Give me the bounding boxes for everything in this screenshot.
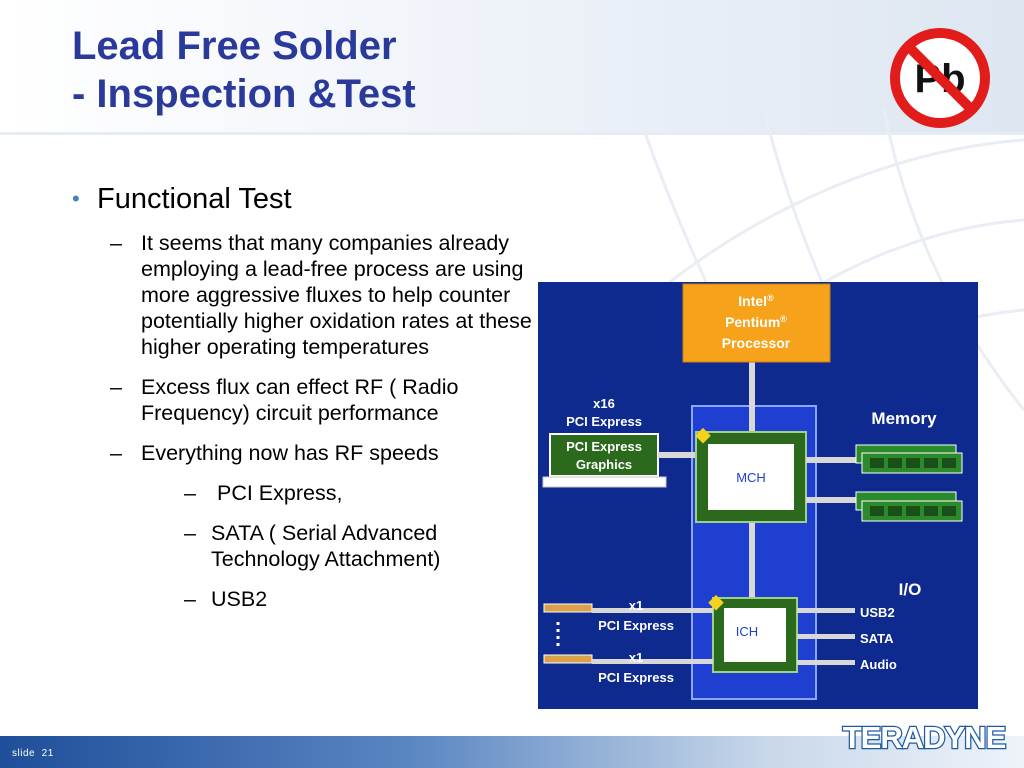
graphics-label-2: Graphics	[576, 457, 632, 472]
bullet-text: Functional Test	[97, 183, 292, 215]
header-background	[0, 0, 1024, 135]
io-label: I/O	[899, 580, 922, 599]
ich-die	[724, 608, 786, 662]
header-divider	[0, 132, 1024, 135]
cpu-bus	[749, 362, 755, 432]
sub-sub-bullet-text: SATA ( Serial Advanced Technology Attach…	[211, 521, 441, 571]
pcie-x1-slot-2	[543, 654, 593, 664]
x1-label-1: x1	[629, 598, 643, 613]
title-line-2: - Inspection &Test	[72, 72, 416, 116]
x1-label-2: x1	[629, 650, 643, 665]
usb2-bus	[797, 608, 855, 613]
mch-die	[708, 444, 794, 510]
sata-label: SATA	[860, 631, 894, 646]
cpu-label-2: Pentium®	[725, 314, 787, 330]
memory-module-2	[855, 491, 963, 522]
ich-label: ICH	[736, 624, 758, 639]
mch-pin-marker	[695, 427, 711, 444]
sub-bullet-text: Everything now has RF speeds	[141, 441, 439, 465]
bullet-dot-icon: •	[72, 186, 80, 211]
memory-module-1	[855, 444, 963, 474]
no-lead-icon: Pb	[890, 28, 990, 128]
memory-label: Memory	[871, 409, 937, 428]
dash-icon: –	[184, 481, 196, 505]
sub-sub-bullet-usb2: – USB2	[72, 586, 532, 612]
chipset-diagram: Intel® Pentium® Processor x16 PCI Expres…	[538, 282, 978, 709]
graphics-slot	[542, 476, 667, 488]
cpu-box	[682, 283, 831, 363]
dash-icon: –	[110, 441, 122, 465]
sub-bullet-text: It seems that many companies already emp…	[141, 231, 532, 359]
dash-icon: –	[184, 587, 196, 611]
dash-icon: –	[184, 521, 196, 545]
cpu-label-1: Intel®	[738, 293, 774, 309]
sub-sub-bullet-sata: – SATA ( Serial Advanced Technology Atta…	[72, 520, 532, 572]
audio-label: Audio	[860, 657, 897, 672]
slide-title: Lead Free Solder - Inspection &Test	[72, 22, 416, 118]
slide-number: slide 21	[12, 748, 54, 759]
usb2-label: USB2	[860, 605, 895, 620]
memory-bus-1	[806, 457, 856, 463]
cpu-label-3: Processor	[722, 335, 791, 351]
pcie-x1-label-1: PCI Express	[598, 618, 674, 633]
logo-text: TERADYNE	[843, 720, 1006, 755]
mch-label: MCH	[736, 470, 766, 485]
sub-sub-bullet-pci: – PCI Express,	[72, 480, 532, 506]
audio-bus	[797, 660, 855, 665]
sub-sub-bullet-text: USB2	[211, 587, 268, 611]
dash-icon: –	[110, 231, 122, 255]
pcie-x1-slot-1	[543, 603, 593, 613]
sub-bullet-rf-performance: – Excess flux can effect RF ( Radio Freq…	[72, 374, 532, 426]
x16-label: x16	[593, 396, 615, 411]
sub-bullet-rf-speeds: – Everything now has RF speeds	[72, 440, 532, 466]
pci-express-x16-label: PCI Express	[566, 414, 642, 429]
title-line-1: Lead Free Solder	[72, 24, 397, 68]
graphics-bus	[658, 452, 696, 458]
sub-sub-bullet-text: PCI Express,	[211, 481, 343, 505]
slide-label: slide	[12, 748, 36, 759]
sata-bus	[797, 634, 855, 639]
sub-bullet-text: Excess flux can effect RF ( Radio Freque…	[141, 375, 459, 425]
memory-bus-2	[806, 497, 856, 503]
graphics-label-1: PCI Express	[566, 439, 642, 454]
hub-link-bus	[749, 518, 755, 598]
bullet-list: • Functional Test – It seems that many c…	[72, 182, 532, 612]
dash-icon: –	[110, 375, 122, 399]
slide-number-value: 21	[41, 748, 54, 759]
pcie-x1-label-2: PCI Express	[598, 670, 674, 685]
teradyne-logo: TERADYNE	[841, 719, 1007, 756]
footer-bar	[0, 736, 1024, 768]
pcie-x1-bus-1	[592, 608, 713, 613]
sub-bullet-fluxes: – It seems that many companies already e…	[72, 230, 532, 360]
bullet-functional-test: • Functional Test	[72, 182, 532, 216]
pcie-x1-bus-2	[592, 659, 713, 664]
